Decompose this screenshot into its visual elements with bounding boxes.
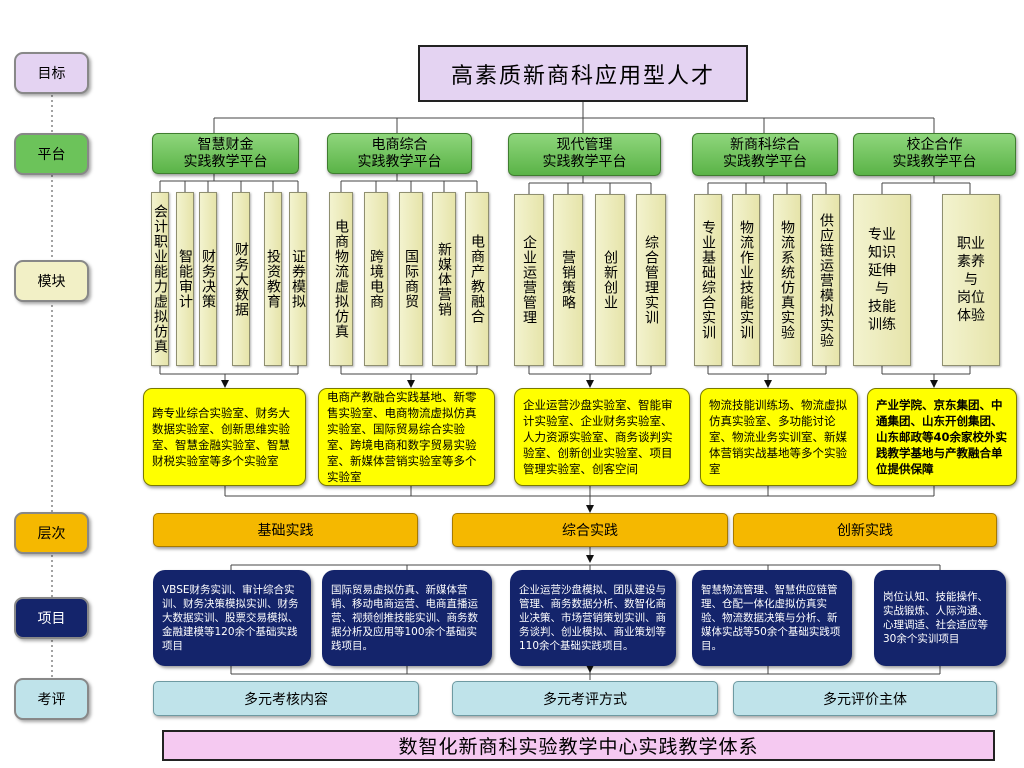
labs-school-enterprise: 产业学院、京东集团、中通集团、山东开创集团、山东邮政等40余家校外实践教学基地与… xyxy=(867,388,1017,486)
sidebar-project: 项目 xyxy=(14,597,89,639)
module-investment-education: 投资教育 xyxy=(264,192,282,366)
sidebar-level: 层次 xyxy=(14,512,89,554)
labs-modern-management: 企业运营沙盘实验室、智能审计实验室、企业财务实验室、人力资源实验室、商务谈判实验… xyxy=(514,388,690,486)
module-new-media-marketing: 新媒体营销 xyxy=(432,192,456,366)
level-innovation-practice: 创新实践 xyxy=(733,513,997,547)
module-financial-decision: 财务决策 xyxy=(199,192,217,366)
project-school-enterprise: 岗位认知、技能操作、实战锻炼、人际沟通、心理调适、社会适应等30余个实训项目 xyxy=(874,570,1006,666)
sidebar-goal: 目标 xyxy=(14,52,89,94)
module-career-literacy: 职业 素养 与 岗位 体验 xyxy=(942,194,1000,366)
goal-title: 高素质新商科应用型人才 xyxy=(418,45,748,102)
labs-new-business: 物流技能训练场、物流虚拟仿真实验室、多功能讨论室、物流业务实训室、新媒体营销实战… xyxy=(700,388,858,486)
project-modern-management: 企业运营沙盘模拟、团队建设与管理、商务数据分析、数智化商业决策、市场营销策划实训… xyxy=(510,570,676,666)
module-supply-chain-simulation: 供应链运营模拟实验 xyxy=(812,194,840,366)
project-smart-finance: VBSE财务实训、审计综合实训、财务决策模拟实训、财务大数据实训、股票交易模拟、… xyxy=(153,570,311,666)
level-comprehensive-practice: 综合实践 xyxy=(452,513,728,547)
module-comprehensive-management: 综合管理实训 xyxy=(636,194,666,366)
platform-school-enterprise: 校企合作 实践教学平台 xyxy=(853,133,1016,176)
sidebar-module: 模块 xyxy=(14,260,89,302)
module-logistics-simulation: 物流系统仿真实验 xyxy=(773,194,801,366)
module-knowledge-extension: 专业 知识 延伸 与 技能 训练 xyxy=(853,194,911,366)
module-ecommerce-logistics: 电商物流虚拟仿真 xyxy=(329,192,353,366)
module-financial-big-data: 财务大数据 xyxy=(232,192,250,366)
labs-ecommerce: 电商产教融合实践基地、新零售实验室、电商物流虚拟仿真实验室、国际贸易综合实验室、… xyxy=(318,388,495,486)
evaluation-method: 多元考评方式 xyxy=(452,681,718,716)
module-enterprise-operation: 企业运营管理 xyxy=(514,194,544,366)
module-ecommerce-industry-education: 电商产教融合 xyxy=(465,192,489,366)
platform-smart-finance: 智慧财金 实践教学平台 xyxy=(152,133,299,174)
module-accounting-simulation: 会计职业能力虚拟仿真 xyxy=(151,192,169,366)
module-logistics-skills: 物流作业技能实训 xyxy=(732,194,760,366)
platform-ecommerce: 电商综合 实践教学平台 xyxy=(327,133,472,174)
footer-title: 数智化新商科实验教学中心实践教学体系 xyxy=(162,730,995,761)
module-international-trade: 国际商贸 xyxy=(399,192,423,366)
platform-new-business: 新商科综合 实践教学平台 xyxy=(692,133,838,176)
level-basic-practice: 基础实践 xyxy=(153,513,418,547)
sidebar-evaluation: 考评 xyxy=(14,678,89,720)
module-cross-border-ecommerce: 跨境电商 xyxy=(364,192,388,366)
module-smart-audit: 智能审计 xyxy=(176,192,194,366)
module-marketing-strategy: 营销策略 xyxy=(553,194,583,366)
labs-smart-finance: 跨专业综合实验室、财务大数据实验室、创新思维实验室、智慧金融实验室、智慧财税实验… xyxy=(143,388,306,486)
sidebar-platform: 平台 xyxy=(14,133,89,175)
evaluation-subject: 多元评价主体 xyxy=(733,681,997,716)
module-professional-basics: 专业基础综合实训 xyxy=(694,194,722,366)
project-new-business: 智慧物流管理、智慧供应链管理、仓配一体化虚拟仿真实验、物流数据决策与分析、新媒体… xyxy=(692,570,852,666)
evaluation-content: 多元考核内容 xyxy=(153,681,419,716)
module-innovation-entrepreneurship: 创新创业 xyxy=(595,194,625,366)
platform-modern-management: 现代管理 实践教学平台 xyxy=(508,133,661,176)
project-ecommerce: 国际贸易虚拟仿真、新媒体营销、移动电商运营、电商直播运营、视频创推技能实训、商务… xyxy=(322,570,492,666)
module-securities-simulation: 证券模拟 xyxy=(289,192,307,366)
